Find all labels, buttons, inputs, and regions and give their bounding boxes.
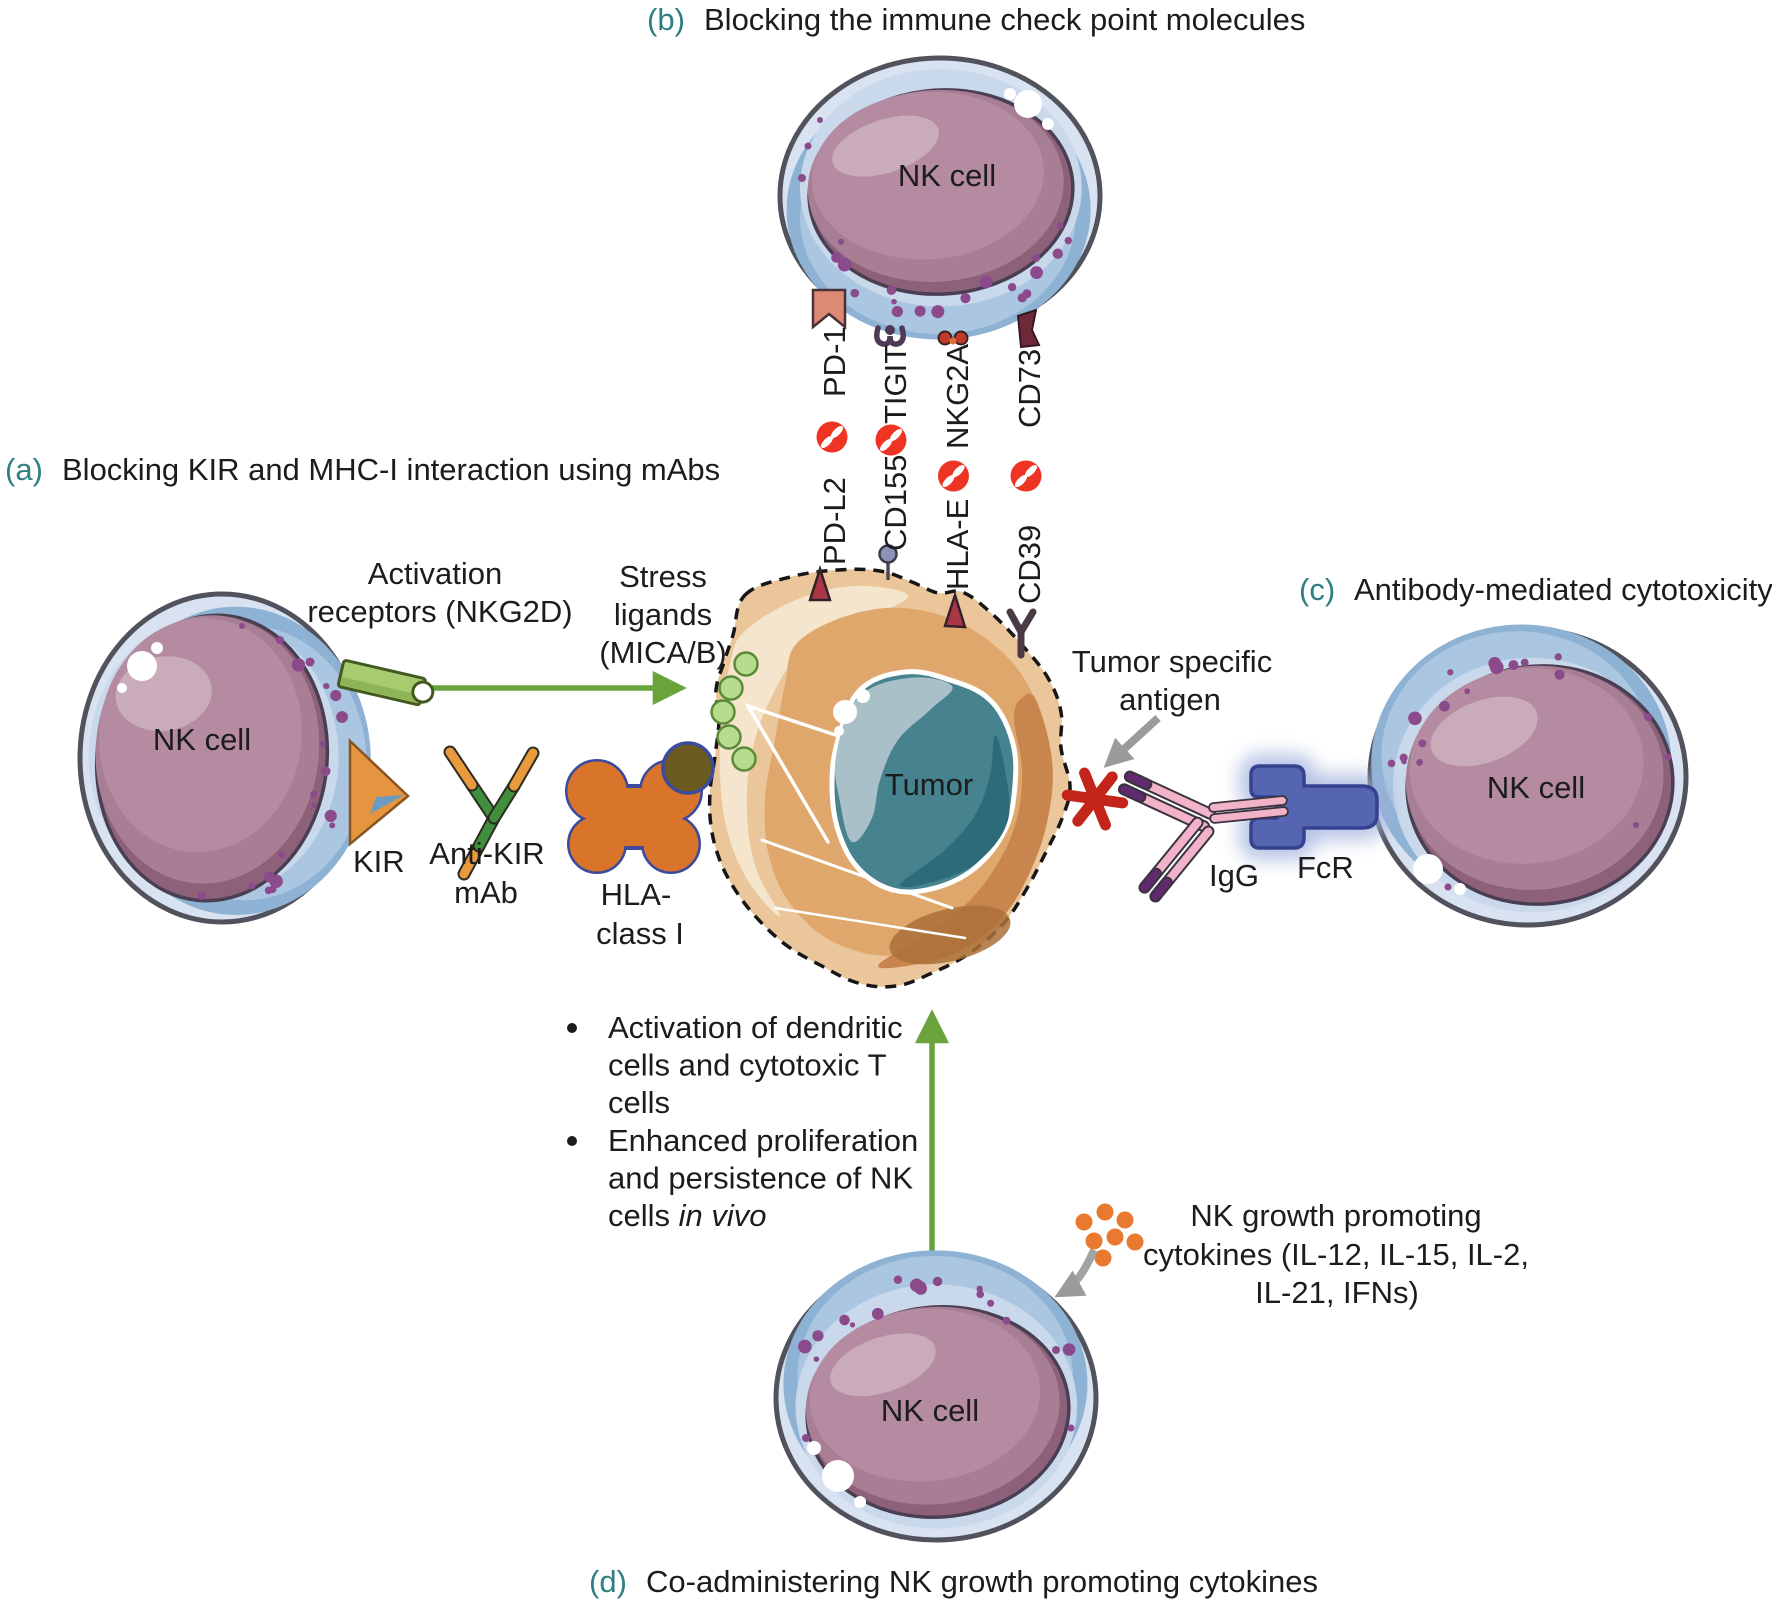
svg-text:antigen: antigen — [1119, 682, 1221, 717]
svg-text:NK cell: NK cell — [881, 1393, 979, 1428]
svg-text:(c): (c) — [1299, 572, 1335, 607]
svg-text:Antibody-mediated cytotoxicity: Antibody-mediated cytotoxicity — [1354, 572, 1772, 607]
svg-text:NK cell: NK cell — [898, 158, 996, 193]
svg-text:Co-administering NK growth pro: Co-administering NK growth promoting cyt… — [646, 1564, 1318, 1599]
svg-text:Tumor specific: Tumor specific — [1072, 644, 1272, 679]
svg-text:PD-1: PD-1 — [817, 326, 852, 397]
svg-text:NK cell: NK cell — [153, 722, 251, 757]
svg-text:mAb: mAb — [454, 875, 518, 910]
svg-text:IgG: IgG — [1209, 858, 1259, 893]
svg-text:Blocking KIR and MHC-I interac: Blocking KIR and MHC-I interaction using… — [62, 452, 720, 487]
svg-text:Stress: Stress — [619, 559, 707, 594]
svg-text:IL-21, IFNs): IL-21, IFNs) — [1255, 1275, 1419, 1310]
svg-text:NK cell: NK cell — [1487, 770, 1585, 805]
svg-text:FcR: FcR — [1297, 850, 1354, 885]
svg-text:(b): (b) — [647, 2, 685, 37]
svg-text:CD155: CD155 — [878, 455, 913, 552]
svg-text:ligands: ligands — [614, 597, 712, 632]
svg-text:NK growth promoting: NK growth promoting — [1190, 1198, 1481, 1233]
svg-text:and persistence of NK: and persistence of NK — [608, 1160, 913, 1195]
svg-text:(a): (a) — [5, 452, 43, 487]
svg-text:Activation: Activation — [368, 556, 502, 591]
svg-text:TIGIT: TIGIT — [878, 345, 913, 424]
svg-text:cells: cells — [608, 1085, 670, 1120]
svg-text:HLA-: HLA- — [601, 877, 672, 912]
svg-text:cytokines (IL-12, IL-15, IL-2,: cytokines (IL-12, IL-15, IL-2, — [1143, 1237, 1529, 1272]
svg-text:cells in vivo: cells in vivo — [608, 1198, 767, 1233]
svg-text:Blocking the immune check poin: Blocking the immune check point molecule… — [704, 2, 1305, 37]
svg-text:CD73: CD73 — [1012, 349, 1047, 428]
svg-text:(MICA/B): (MICA/B) — [599, 635, 726, 670]
svg-text:Anti-KIR: Anti-KIR — [429, 836, 544, 871]
svg-text:NKG2A: NKG2A — [940, 344, 975, 449]
svg-text:Activation of dendritic: Activation of dendritic — [608, 1010, 903, 1045]
svg-text:Tumor: Tumor — [885, 767, 973, 802]
svg-text:PD-L2: PD-L2 — [817, 477, 852, 565]
svg-text:HLA-E: HLA-E — [940, 499, 975, 590]
svg-text:CD39: CD39 — [1012, 525, 1047, 604]
svg-text:receptors (NKG2D): receptors (NKG2D) — [307, 594, 572, 629]
svg-text:KIR: KIR — [353, 844, 405, 879]
svg-text:Enhanced proliferation: Enhanced proliferation — [608, 1123, 918, 1158]
svg-text:(d): (d) — [589, 1564, 627, 1599]
svg-text:cells and cytotoxic T: cells and cytotoxic T — [608, 1048, 887, 1083]
svg-text:class I: class I — [596, 916, 684, 951]
